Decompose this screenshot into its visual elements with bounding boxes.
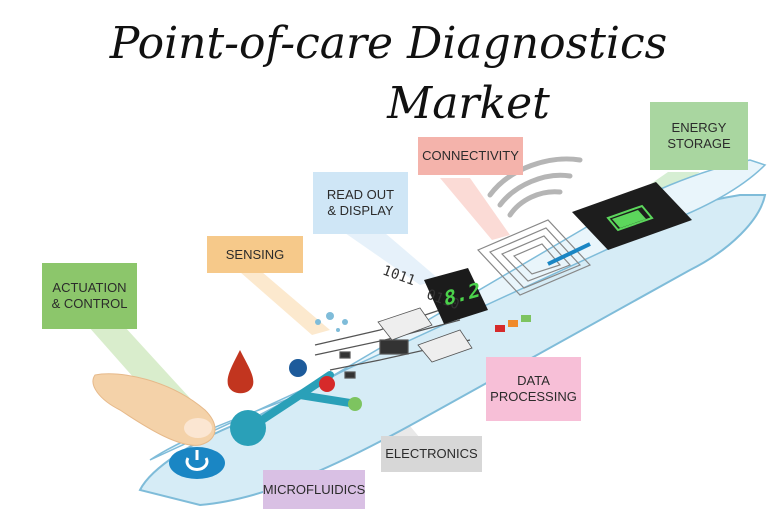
antenna-coil-icon (476, 219, 592, 296)
title-line-1: Point-of-care Diagnostics (109, 18, 668, 69)
label-sensing-text: SENSING (225, 246, 285, 262)
readout-beam (345, 233, 440, 285)
wireless-signal-icon (487, 156, 583, 218)
battery-icon (606, 204, 654, 232)
data-grid-icon (377, 307, 473, 363)
label-electronics: ELECTRONICS (381, 436, 482, 472)
sensing-beam (240, 272, 330, 335)
power-button-icon (169, 447, 225, 479)
display-screen (424, 268, 488, 324)
label-energy-storage: ENERGY STORAGE (650, 102, 748, 170)
label-energy-text: ENERGY STORAGE (667, 120, 731, 151)
label-data-processing-text: DATA PROCESSING (490, 373, 577, 404)
label-connectivity: CONNECTIVITY (418, 137, 523, 175)
sample-well-icon (230, 410, 266, 446)
label-electronics-text: ELECTRONICS (385, 446, 478, 461)
label-actuation-control: ACTUATION & CONTROL (42, 263, 137, 329)
title-line-2: Market (387, 78, 550, 129)
blood-drop-icon (227, 350, 254, 394)
label-actuation-text: ACTUATION & CONTROL (51, 280, 128, 311)
label-data-processing: DATA PROCESSING (486, 357, 581, 421)
label-connectivity-text: CONNECTIVITY (422, 148, 519, 163)
connectivity-beam (440, 178, 510, 240)
label-readout-text: READ OUT & DISPLAY (326, 187, 395, 218)
label-readout-display: READ OUT & DISPLAY (313, 172, 408, 234)
label-microfluidics: MICROFLUIDICS (263, 470, 365, 509)
label-sensing: SENSING (207, 236, 303, 273)
electronics-circuit (314, 309, 471, 379)
label-microfluidics-text: MICROFLUIDICS (262, 481, 366, 497)
